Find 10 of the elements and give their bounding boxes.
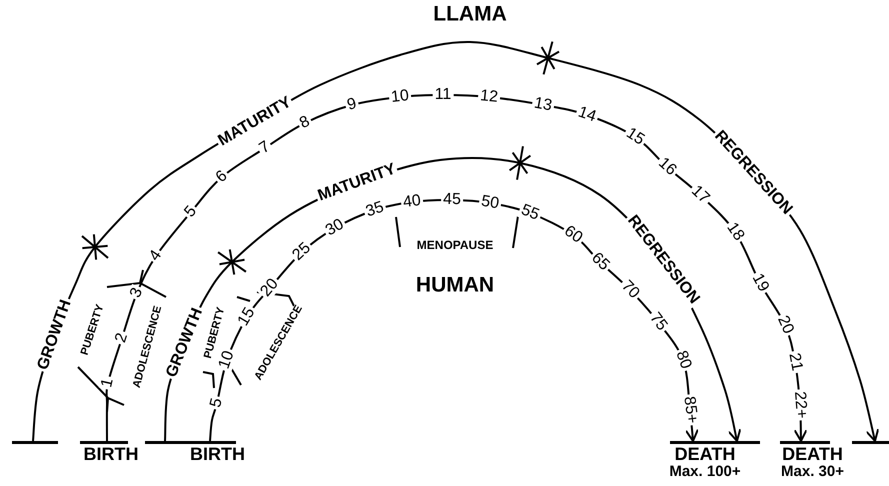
life-event-label: BIRTH — [82, 445, 140, 464]
stage-label: MENOPAUSE — [414, 239, 496, 251]
lifespan-note: Max. 30+ — [780, 464, 845, 480]
life-event-label: DEATH — [781, 445, 844, 464]
ground-line — [12, 441, 58, 444]
life-event-label: DEATH — [674, 445, 736, 464]
life-event-label: BIRTH — [189, 445, 246, 464]
ground-line — [852, 441, 889, 444]
lifespan-note: Max. 100+ — [668, 464, 742, 480]
ground-line — [145, 441, 188, 444]
